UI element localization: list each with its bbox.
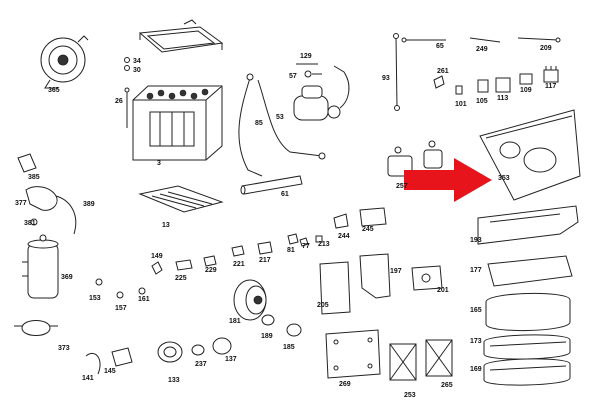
part-label-373: 373: [58, 345, 70, 352]
part-label-213: 213: [318, 241, 330, 248]
part-label-161: 161: [138, 296, 150, 303]
part-label-137: 137: [225, 356, 237, 363]
part-label-157: 157: [115, 305, 127, 312]
part-label-93: 93: [382, 75, 390, 82]
part-label-169: 169: [470, 366, 482, 373]
relay-part: [389, 339, 453, 381]
part-label-129: 129: [300, 53, 312, 60]
plate-269-part: [325, 329, 381, 379]
hardware-part: [85, 278, 146, 375]
part-label-3: 3: [157, 160, 161, 167]
ignition-coil-part: [22, 234, 59, 299]
clip-row-part: [151, 207, 387, 275]
battery-tray-part: [138, 185, 224, 213]
part-label-253: 253: [404, 392, 416, 399]
part-label-57: 57: [289, 73, 297, 80]
part-label-381: 381: [24, 220, 36, 227]
part-label-109: 109: [520, 87, 532, 94]
part-label-117: 117: [545, 83, 556, 90]
part-label-197: 197: [390, 268, 402, 275]
clamp-bolt-part: [124, 57, 130, 71]
part-label-185: 185: [283, 344, 295, 351]
part-label-265: 265: [441, 382, 453, 389]
part-label-261: 261: [437, 68, 449, 75]
part-label-245: 245: [362, 226, 374, 233]
part-label-133: 133: [168, 377, 180, 384]
grommet-part: [157, 337, 232, 363]
part-label-249: 249: [476, 46, 488, 53]
tray-stack-part: [483, 255, 573, 386]
part-label-77: 77: [302, 243, 310, 250]
part-label-173: 173: [470, 338, 482, 345]
part-label-165: 165: [470, 307, 482, 314]
part-label-237: 237: [195, 361, 207, 368]
part-label-389: 389: [83, 201, 95, 208]
part-label-244: 244: [338, 233, 350, 240]
switch-part: [433, 66, 559, 95]
part-label-189: 189: [261, 333, 273, 340]
part-label-85: 85: [255, 120, 263, 127]
tray-193-part: [477, 205, 579, 245]
hold-down-rod-part: [124, 87, 130, 128]
part-label-225: 225: [175, 275, 187, 282]
mounting-bracket-part: [319, 253, 443, 315]
highlight-arrow: [404, 158, 492, 202]
part-label-113: 113: [497, 95, 508, 102]
regulator-part: [387, 140, 443, 177]
part-label-209: 209: [540, 45, 552, 52]
part-label-61: 61: [281, 191, 289, 198]
bushing-part: [261, 314, 302, 337]
part-label-365: 365: [48, 87, 60, 94]
part-label-221: 221: [233, 261, 245, 268]
battery-frame-part: [138, 19, 224, 53]
ignition-part: [17, 153, 77, 235]
part-labels: 365 34 30 26 3 85 53 129 57 93 65 249 20…: [15, 43, 556, 399]
terminal-part: [296, 63, 322, 78]
pulley-part: [233, 279, 267, 321]
sleeve-part: [240, 175, 303, 195]
part-label-181: 181: [229, 318, 241, 325]
part-label-369: 369: [61, 274, 73, 281]
part-label-193: 193: [470, 237, 482, 244]
starter-motor-part: [293, 65, 350, 121]
battery-part: [132, 85, 223, 161]
part-label-385: 385: [28, 174, 40, 181]
coil-clamp-part: [14, 320, 58, 336]
part-label-30: 30: [133, 67, 141, 74]
part-label-149: 149: [151, 253, 163, 260]
horn-part: [40, 35, 89, 89]
part-label-145: 145: [104, 368, 116, 375]
part-label-229: 229: [205, 267, 217, 274]
ground-strap-part: [393, 33, 400, 111]
clip-part: [401, 37, 561, 43]
part-label-201: 201: [437, 287, 449, 294]
part-label-26: 26: [115, 98, 123, 105]
part-label-153: 153: [89, 295, 101, 302]
part-label-257: 257: [396, 183, 408, 190]
part-label-101: 101: [455, 101, 467, 108]
part-label-217: 217: [259, 257, 271, 264]
part-label-81: 81: [287, 247, 295, 254]
part-label-105: 105: [476, 98, 488, 105]
part-label-34: 34: [133, 58, 141, 65]
part-label-205: 205: [317, 302, 329, 309]
bracket-353-part: [479, 109, 581, 201]
part-label-65: 65: [436, 43, 444, 50]
part-label-269: 269: [339, 381, 351, 388]
part-label-13: 13: [162, 222, 170, 229]
part-label-141: 141: [82, 375, 94, 382]
battery-cable-part: [238, 73, 326, 177]
part-label-377: 377: [15, 200, 27, 207]
part-label-353: 353: [498, 175, 510, 182]
part-label-177: 177: [470, 267, 482, 274]
part-label-53: 53: [276, 114, 284, 121]
